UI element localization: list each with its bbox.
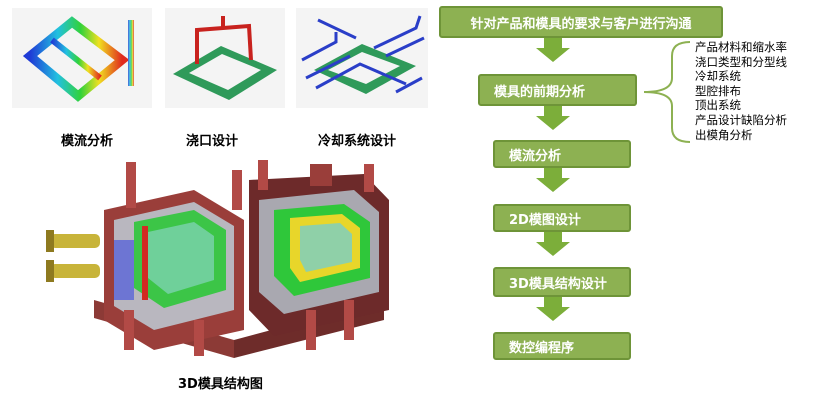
- flow-step-label: 模具的前期分析: [494, 84, 586, 100]
- flow-step-label: 数控编程序: [509, 340, 575, 356]
- note-item: 产品设计缺陷分析: [695, 112, 787, 127]
- cooling-system-caption: 冷却系统设计: [318, 134, 397, 149]
- note-item: 顶出系统: [695, 98, 741, 113]
- flow-step-label: 2D模图设计: [509, 212, 581, 228]
- cooling-system-image: [296, 8, 428, 108]
- flow-step-label: 模流分析: [509, 148, 562, 164]
- arrow-down-icon: [536, 38, 570, 62]
- note-item: 冷却系统: [695, 69, 741, 84]
- gate-design-caption: 浇口设计: [186, 134, 239, 149]
- arrow-down-icon: [536, 297, 570, 321]
- gate-design-image: [165, 8, 285, 108]
- flow-step-client-communication: 针对产品和模具的要求与客户进行沟通: [439, 6, 723, 38]
- flow-step-2d-design: 2D模图设计: [493, 204, 631, 232]
- note-item: 型腔排布: [695, 83, 741, 98]
- flow-step-3d-design: 3D模具结构设计: [493, 267, 631, 297]
- arrow-down-icon: [536, 232, 570, 256]
- flow-step-mold-flow-analysis: 模流分析: [493, 140, 631, 168]
- curly-brace-icon: [643, 41, 691, 143]
- preliminary-analysis-notes: 产品材料和缩水率 浇口类型和分型线 冷却系统 型腔排布 顶出系统 产品设计缺陷分…: [695, 40, 787, 142]
- mold-3d-structure-image: [44, 160, 394, 360]
- flow-arrows: [536, 38, 570, 321]
- flow-step-label: 针对产品和模具的要求与客户进行沟通: [470, 16, 692, 32]
- arrow-down-icon: [536, 168, 570, 192]
- flow-step-preliminary-analysis: 模具的前期分析: [478, 74, 637, 106]
- mold-3d-caption: 3D模具结构图: [178, 377, 263, 392]
- note-item: 出模角分析: [695, 127, 753, 142]
- note-item: 产品材料和缩水率: [695, 40, 787, 54]
- flow-step-cnc-programming: 数控编程序: [493, 332, 631, 360]
- mold-flow-caption: 模流分析: [61, 134, 114, 149]
- note-item: 浇口类型和分型线: [695, 54, 787, 69]
- flow-step-label: 3D模具结构设计: [509, 276, 607, 292]
- mold-flow-analysis-image: [12, 8, 152, 108]
- arrow-down-icon: [536, 106, 570, 130]
